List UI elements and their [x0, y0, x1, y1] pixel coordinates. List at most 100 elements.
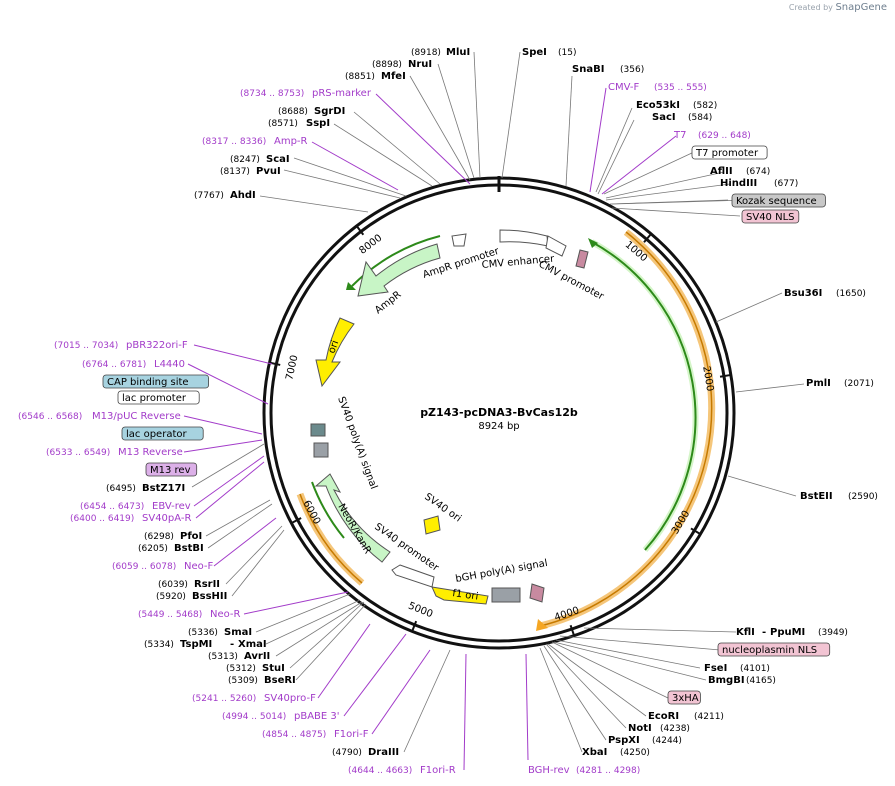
feature-box-label: M13 rev — [150, 465, 191, 476]
ring-tick — [569, 624, 576, 636]
enzyme-name: MfeI — [381, 71, 406, 82]
enzyme-name: XmaI — [238, 639, 267, 650]
primer-range: (8317 .. 8336) — [202, 137, 266, 147]
snapgene-brand: Created by SnapGene — [788, 2, 887, 13]
cmv-promoter-arrow — [545, 235, 567, 257]
ring-tick-label: 5000 — [407, 601, 435, 621]
feature-box-label: lac operator — [126, 429, 187, 440]
enzyme-name: BstZ17I — [142, 483, 185, 494]
enzyme-pos: (8918) — [411, 48, 441, 58]
cmv-promoter-label: CMV promoter — [537, 259, 607, 303]
green-arc-left — [351, 235, 441, 287]
enzyme-pos: (584) — [688, 113, 712, 123]
feature-box — [121, 426, 204, 441]
enzyme-pos: (677) — [774, 179, 798, 189]
enzyme-pos: (6039) — [158, 580, 188, 590]
enzyme-name: SspI — [306, 118, 330, 129]
ring-tick-label: 6000 — [300, 499, 322, 527]
enzyme-name: RsrII — [194, 579, 220, 590]
primer-name: F1ori-F — [334, 729, 369, 740]
feature-box — [102, 374, 209, 389]
sv40-ori-box — [423, 515, 441, 535]
enzyme-pos: (8688) — [278, 107, 308, 117]
enzyme-pos: (4211) — [694, 712, 724, 722]
enzyme-pos: (4238) — [660, 724, 690, 734]
primer-range: (5241 .. 5260) — [192, 694, 256, 704]
plasmid-size: 8924 bp — [478, 421, 519, 432]
primer-name: T7 — [673, 130, 686, 141]
enzyme-name: SmaI — [224, 627, 252, 638]
f1-ori-arrow — [431, 586, 489, 605]
enzyme-name: BstBI — [174, 543, 204, 554]
ampr-promoter-arrow — [451, 233, 467, 247]
enzyme-pos: (8571) — [268, 119, 298, 129]
primer-name: M13 Reverse — [118, 447, 183, 458]
enzyme-name: PfoI — [180, 531, 202, 542]
cds-arc-right-head — [536, 619, 548, 631]
enzyme-name: XbaI — [582, 747, 607, 758]
enzyme-name: MluI — [446, 47, 470, 58]
enzyme-pos: (8137) — [220, 167, 250, 177]
sv40-polya-label: SV40 poly(A) signal — [335, 395, 379, 491]
primer-range: (4994 .. 5014) — [222, 712, 286, 722]
bgh-small-marker — [529, 583, 545, 603]
enzyme-pos: (5309) — [228, 676, 258, 686]
enzyme-name: AvrII — [244, 651, 270, 662]
feature-box-label: SV40 NLS — [746, 212, 795, 223]
primer-name: L4440 — [154, 359, 185, 370]
primer-range: (629 .. 648) — [698, 131, 751, 141]
primer-range: (6059 .. 6078) — [112, 562, 176, 572]
primer-name: pBABE 3' — [294, 711, 340, 722]
primer-name: SV40pA-R — [142, 513, 191, 524]
enzyme-pos: (7767) — [194, 191, 224, 201]
feature-box-label: T7 promoter — [695, 148, 759, 159]
enzyme-pos: (6495) — [106, 484, 136, 494]
enzyme-name: AhdI — [230, 190, 256, 201]
primer-range: (6546 .. 6568) — [18, 412, 82, 422]
enzyme-pos: (4165) — [746, 676, 776, 686]
primer-name: Amp-R — [274, 136, 308, 147]
enzyme-pos: (3949) — [818, 628, 848, 638]
leader-lines — [191, 51, 805, 753]
cmv-small-marker — [575, 249, 589, 269]
primer-range: (6764 .. 6781) — [82, 360, 146, 370]
ori-arrow — [315, 317, 355, 388]
ring-tick — [290, 517, 302, 525]
primer-name: F1ori-R — [420, 765, 456, 776]
primer-range: (7015 .. 7034) — [54, 341, 118, 351]
bgh-polya-box — [491, 587, 521, 603]
plasmid-title: pZ143-pcDNA3-BvCas12b — [420, 406, 578, 419]
enzyme-name: TspMI — [180, 639, 212, 650]
primer-name: BGH-rev — [528, 765, 570, 776]
green-arc-left-head — [346, 282, 356, 290]
feature-box — [717, 642, 831, 657]
cds-arc-right-line — [539, 231, 713, 627]
enzyme-pos: (1650) — [836, 289, 866, 299]
enzyme-pos: (4250) — [620, 748, 650, 758]
enzyme-name: Eco53kI — [636, 100, 680, 111]
enzyme-name: PmlI — [806, 378, 831, 389]
enzyme-pos: (8247) — [230, 155, 260, 165]
primer-range: (5449 .. 5468) — [138, 610, 202, 620]
enzyme-pos: (582) — [693, 101, 717, 111]
enzyme-name: DraIII — [368, 747, 399, 758]
feature-box — [731, 193, 826, 208]
enzyme-name: SgrDI — [314, 106, 345, 117]
enzyme-pos: (8851) — [345, 72, 375, 82]
ring-tick — [355, 225, 365, 236]
cmv-enhancer-arrow — [499, 229, 549, 247]
lac-operator-box — [310, 423, 326, 437]
ring-tick — [719, 373, 732, 378]
enzyme-name: PvuI — [256, 166, 281, 177]
neor-kanr-arrow — [314, 473, 391, 563]
enzyme-name: BstEII — [800, 491, 833, 502]
feature-box-label: nucleoplasmin NLS — [722, 645, 817, 656]
primer-name: Neo-F — [184, 561, 214, 572]
feature-box-label: lac promoter — [122, 393, 187, 404]
enzyme-pos: (356) — [620, 65, 644, 75]
enzyme-name: StuI — [262, 663, 285, 674]
green-arc-neo — [311, 481, 345, 539]
enzyme-name: SnaBI — [572, 64, 604, 75]
enzyme-pos: (5313) — [208, 652, 238, 662]
